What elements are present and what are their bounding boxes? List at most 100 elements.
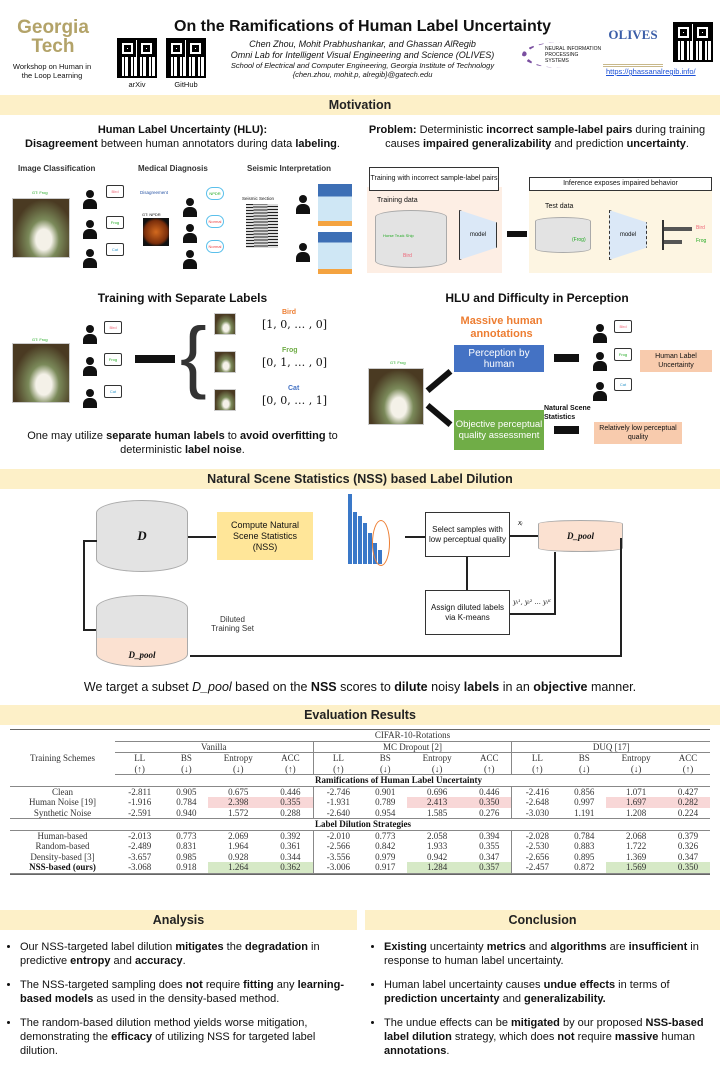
train-title: Training with incorrect sample-label pai… — [369, 167, 499, 191]
table-cell: 1.572 — [208, 807, 269, 819]
yi-label: yᵢ¹, yᵢ² … yᵢᴷ — [513, 598, 551, 606]
text-segment: incorrect sample-label pairs — [486, 124, 633, 136]
table-cell: -2.028 — [525, 830, 549, 841]
text-segment: . — [241, 444, 245, 456]
doctor-icon — [182, 198, 198, 218]
text-segment: noisy — [427, 680, 464, 694]
compute-nss-box: Compute Natural Scene Statistics (NSS) — [217, 512, 313, 560]
infer-title: Inference exposes impaired behavior — [529, 177, 712, 191]
table-cell: -2.746 — [326, 786, 351, 797]
table-cell: -2.811 — [128, 786, 152, 797]
text-segment: labeling — [295, 138, 337, 150]
table-cell: -1.916 — [128, 797, 152, 807]
fig-title: Seismic Interpretation — [247, 164, 332, 173]
qr-github[interactable] — [166, 38, 206, 78]
table-cell: 0.784 — [574, 830, 595, 841]
out-bird: Bird — [696, 225, 705, 231]
table-cell: 0.917 — [363, 862, 408, 874]
text-segment: human — [658, 1031, 696, 1043]
text-segment: manner. — [587, 680, 637, 694]
arrow-down-icon — [425, 403, 453, 427]
low-quality-box: Relatively low perceptual quality — [594, 422, 682, 444]
training-data-label: Training data — [377, 197, 418, 204]
table-cell: 0.446 — [268, 786, 314, 797]
text-segment: in predictive — [20, 941, 320, 967]
authors: Chen Zhou, Mohit Prabhushankar, and Ghas… — [249, 39, 476, 49]
method-header: DUQ [17] — [511, 741, 710, 753]
table-cell: 0.979 — [375, 851, 396, 862]
table-row: (↑)(↓)(↓)(↑)(↑)(↓)(↓)(↑)(↑)(↓)(↓)(↑) — [10, 763, 710, 775]
table-cell: 0.784 — [176, 797, 197, 807]
label-vector: [1, 0, … , 0] — [262, 318, 328, 331]
table-cell: 0.696 — [427, 786, 448, 797]
training-inference-figure: Training with incorrect sample-label pai… — [367, 165, 712, 273]
table-cell: 0.675 — [228, 786, 249, 797]
website-link[interactable]: https://ghassanalregib.info/ — [606, 67, 696, 76]
text-segment: entropy — [70, 955, 111, 967]
table-cell: 0.224 — [666, 807, 710, 819]
table-cell: 0.282 — [666, 797, 710, 808]
table-cell: -2.457 — [511, 862, 563, 874]
annotator-icon — [82, 249, 98, 269]
table-cell: 1.208 — [606, 807, 666, 819]
disagreement-label: Disagreement — [140, 190, 169, 195]
seismic-label-map — [318, 232, 352, 274]
table-cell: -2.489 — [128, 841, 152, 851]
table-cell: 0.427 — [677, 786, 699, 797]
text-segment: One may utilize — [27, 430, 107, 442]
diluted-training-label: Diluted Training Set — [211, 615, 254, 633]
metric-arrow: (↓) — [363, 763, 408, 775]
text-segment: in an — [499, 680, 534, 694]
separate-labels-figure: GT: Frog Bird Frog Cat { Bird [1, 0, … ,… — [10, 305, 355, 420]
text-segment: during training causes — [385, 124, 706, 150]
text-segment: Problem: — [368, 124, 417, 136]
text-segment: annotations — [384, 1045, 447, 1057]
text-segment: metrics — [486, 941, 526, 953]
table-cell: 0.361 — [268, 841, 314, 852]
hlu-difficulty-title: HLU and Difficulty in Perception — [445, 291, 629, 305]
text-segment: learning-based models — [20, 979, 345, 1005]
text-segment: massive — [614, 1031, 659, 1043]
bullet-item: The undue effects can be mitigated by ou… — [384, 1016, 715, 1058]
annotator-icon — [592, 382, 608, 402]
method-header: MC Dropout [2] — [313, 741, 513, 753]
scheme-name: Human Noise [19] — [29, 797, 96, 807]
bullet-item: The random-based dilution method yields … — [20, 1016, 351, 1058]
table-cell: 2.069 — [228, 830, 249, 841]
table-cell: 0.276 — [467, 807, 513, 819]
hlu-heading: Human Label Uncertainty (HLU): — [97, 124, 268, 136]
neurips-logo: NEURAL INFORMATION PROCESSING SYSTEMS — [522, 42, 602, 68]
text-segment: based on the — [231, 680, 311, 694]
table-cell: -2.566 — [326, 841, 351, 851]
table-cell: 1.284 — [407, 862, 468, 874]
qr-arxiv[interactable] — [117, 38, 157, 78]
table-cell: -2.656 — [525, 851, 549, 862]
separate-labels-caption: One may utilize separate human labels to… — [15, 429, 350, 457]
frog-output-bar — [664, 240, 682, 244]
text-segment: objective — [533, 680, 588, 694]
table-cell: 1.569 — [606, 862, 666, 874]
annotator-icon — [295, 243, 311, 263]
text-segment: Our NSS-targeted label dilution — [20, 941, 176, 953]
analysis-list: Our NSS-targeted label dilution mitigate… — [6, 940, 351, 1068]
hist-bar — [363, 523, 367, 564]
text-segment: NSS-based label dilution — [384, 1017, 704, 1043]
table-cell: 0.872 — [562, 862, 607, 874]
gt-label: GT: NPDR — [142, 212, 161, 217]
frog-thumb — [214, 313, 236, 335]
table-cell: 0.985 — [176, 851, 197, 862]
assign-labels-box: Assign diluted labels via K-means — [425, 590, 510, 635]
annotator-icon — [82, 389, 98, 409]
frog-image — [12, 343, 70, 403]
label-bubble: Frog — [104, 353, 122, 366]
text-segment: in response to human label uncertainty. — [384, 941, 699, 967]
table-cell: -2.013 — [128, 830, 152, 841]
text-segment: dilute — [394, 680, 428, 694]
frog-image — [12, 198, 70, 258]
qr-website[interactable] — [673, 22, 713, 62]
